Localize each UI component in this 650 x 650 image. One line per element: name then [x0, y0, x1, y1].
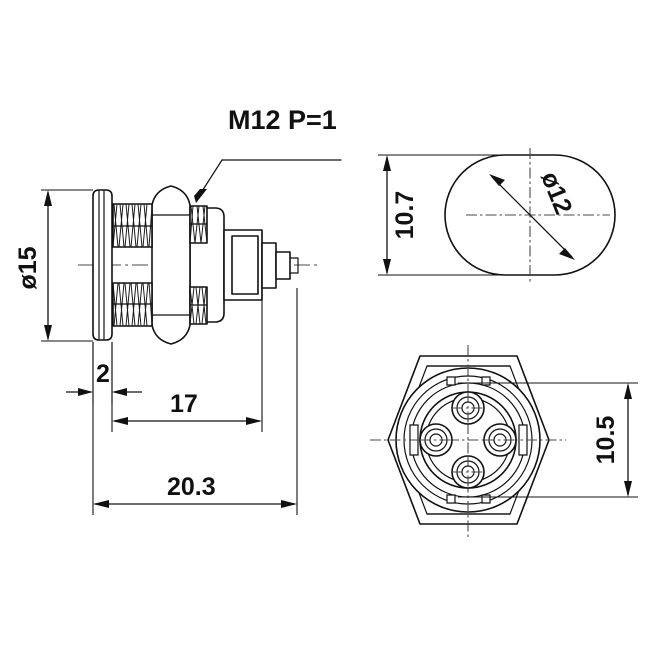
thread-callout: M12 P=1: [194, 105, 342, 203]
dimension-label-10-5: 10.5: [592, 416, 620, 465]
arrowhead-top: [44, 190, 52, 206]
arrowhead-right: [246, 417, 262, 425]
pin-bottom: [451, 455, 485, 489]
thread-left-segment: [112, 203, 153, 327]
arrowhead-lower-right: [559, 248, 575, 260]
flange-head: [92, 189, 113, 341]
dimension-diameter-15: ø15: [14, 189, 93, 342]
arrowhead-top: [624, 383, 632, 399]
hex-profile-view: ø12 10.7: [378, 148, 616, 282]
hex-nut-side: [151, 185, 191, 345]
dimension-height-10-5: 10.5: [458, 382, 638, 498]
arrowhead-bottom: [44, 325, 52, 341]
arrowhead-left: [78, 388, 93, 396]
keyway-slot-top-right: [481, 376, 491, 386]
thread-spec-label: M12 P=1: [228, 105, 337, 135]
dimension-length-17: 17: [111, 232, 263, 432]
arrowhead-bottom: [624, 481, 632, 497]
front-face-view: 10.5: [370, 345, 638, 537]
keyway-slot-bottom-left: [446, 494, 456, 504]
dimension-height-10-7: 10.7: [378, 154, 512, 276]
arrowhead-left: [93, 500, 109, 508]
arrowhead-upper-left: [489, 174, 505, 186]
pin-top: [451, 391, 485, 425]
arrowhead-bottom: [383, 259, 391, 275]
keyway-slot-top-left: [446, 376, 456, 386]
pin-right: [483, 423, 517, 457]
dimension-label-10-7: 10.7: [391, 191, 419, 240]
arrowhead-left: [112, 417, 128, 425]
dimension-label-17: 17: [170, 390, 198, 418]
thread-right-segment: [189, 205, 208, 325]
keyway-slots: [409, 376, 528, 504]
dimension-label-diameter-15: ø15: [14, 246, 42, 289]
side-elevation-view: M12 P=1 ø15 2 17: [14, 105, 342, 515]
dimension-label-2: 2: [96, 360, 110, 388]
dim-line-diagonal: [491, 176, 573, 258]
arrowhead-top: [383, 155, 391, 171]
arrowhead-right: [281, 500, 297, 508]
callout-arrowhead: [194, 189, 207, 203]
pin-left: [419, 423, 453, 457]
dimension-label-20-3: 20.3: [167, 473, 216, 501]
dimension-length-20-3: 20.3: [92, 288, 298, 515]
arrowhead-right: [112, 388, 127, 396]
keyway-slot-bottom-right: [481, 494, 491, 504]
